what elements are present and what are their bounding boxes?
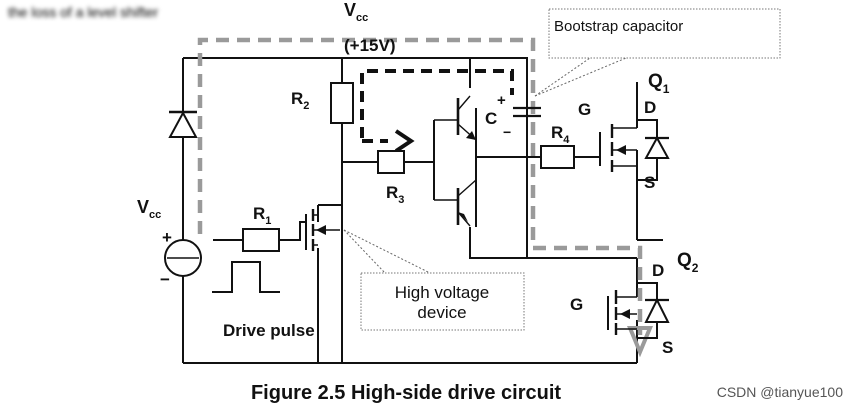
bootstrap-arrow-head [627, 326, 653, 358]
hv-callout-line1: High voltage [395, 283, 490, 302]
hv-device-callout [343, 229, 525, 331]
q1-label: Q1 [648, 71, 670, 96]
vcc-voltage-value: (+15V) [344, 36, 396, 55]
lower-pnp-transistor [434, 179, 477, 227]
q2-drain-label: D [652, 261, 664, 280]
q2-gate-label: G [570, 295, 583, 314]
capacitor-label: C [485, 109, 497, 128]
source-minus-sign: − [160, 270, 170, 289]
drive-pulse-label: Drive pulse [223, 321, 315, 340]
vcc-voltage-source [164, 239, 202, 277]
q1-igbt [599, 119, 670, 181]
figure-caption: Figure 2.5 High-side drive circuit [251, 382, 561, 404]
r1-label: R1 [253, 204, 271, 227]
q1-drain-label: D [644, 98, 656, 117]
left-diode [168, 110, 198, 138]
watermark: CSDN @tianyue100 [717, 384, 843, 400]
resistor-r1 [242, 228, 280, 252]
resistor-r4 [540, 145, 575, 169]
upper-npn-transistor [434, 95, 477, 141]
drive-pulse-waveform [212, 261, 280, 293]
r4-label: R4 [551, 123, 570, 146]
r3-label: R3 [386, 183, 404, 206]
q2-label: Q2 [677, 250, 699, 275]
resistor-r3 [377, 150, 405, 174]
bootstrap-capacitor [513, 106, 541, 118]
header-blurred-text: the loss of a level shifter [8, 4, 159, 20]
resistor-r2 [330, 82, 354, 124]
vcc-top-label: Vcc [344, 0, 368, 24]
q1-gate-label: G [578, 100, 591, 119]
drive-current-arrow [394, 129, 415, 153]
q2-igbt [607, 282, 670, 339]
q1-source-label: S [644, 173, 655, 192]
source-plus-sign: + [162, 228, 172, 247]
r2-label: R2 [291, 89, 309, 112]
bootstrap-callout [534, 8, 781, 97]
bootstrap-callout-text: Bootstrap capacitor [554, 18, 683, 35]
vcc-left-label: Vcc [137, 197, 161, 221]
high-voltage-mosfet [305, 209, 340, 251]
q2-source-label: S [662, 338, 673, 357]
bootstrap-charge-path [197, 37, 643, 335]
hv-callout-line2: device [417, 303, 466, 322]
circuit-wires [182, 57, 663, 364]
capacitor-minus: − [503, 124, 511, 140]
capacitor-plus: + [497, 92, 506, 109]
